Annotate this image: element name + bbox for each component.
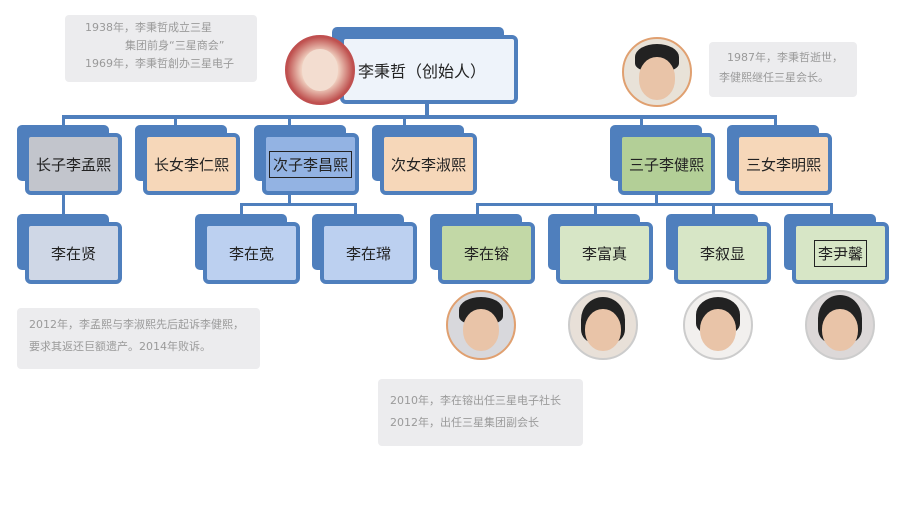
grandchild-label: 李在瑺 — [320, 222, 417, 284]
connector — [774, 115, 777, 127]
lee-yoon-hyung-photo — [805, 290, 875, 360]
connector — [712, 203, 715, 215]
note-line: 要求其返还巨额遗产。2014年败诉。 — [29, 340, 211, 353]
child-node: 次女李淑熙 — [372, 125, 477, 195]
grandchild-label: 李在贤 — [25, 222, 122, 284]
grandchild-label: 李在宽 — [203, 222, 300, 284]
child-label: 长女李仁熙 — [143, 133, 240, 195]
grandchild-node: 李尹馨 — [784, 214, 889, 284]
note-lawsuit: 2012年，李孟熙与李淑熙先后起诉李健熙， 要求其返还巨额遗产。2014年败诉。 — [17, 308, 260, 369]
connector — [62, 115, 776, 119]
connector — [476, 203, 832, 206]
connector — [476, 203, 479, 215]
connector — [425, 103, 429, 117]
note-lee-jae-yong: 2010年，李在镕出任三星电子社长 2012年，出任三星集团副会长 — [378, 379, 583, 446]
grandchild-node: 李在瑺 — [312, 214, 417, 284]
founder-photo — [285, 35, 355, 105]
child-node: 长子李孟熙 — [17, 125, 122, 195]
connector — [62, 115, 65, 127]
note-line: 1969年，李秉哲創办三星电子 — [85, 57, 234, 70]
grandchild-node: 李在镕 — [430, 214, 535, 284]
lee-seo-hyun-photo — [683, 290, 753, 360]
child-label: 三子李健熙 — [618, 133, 715, 195]
child-node: 长女李仁熙 — [135, 125, 240, 195]
note-line: 李健熙继任三星会长。 — [719, 71, 829, 84]
root-node: 李秉哲（创始人） — [332, 27, 518, 104]
child-node: 三子李健熙 — [610, 125, 715, 195]
grandchild-node: 李叙显 — [666, 214, 771, 284]
lee-jae-yong-photo — [446, 290, 516, 360]
note-succession: 1987年，李秉哲逝世， 李健熙继任三星会长。 — [709, 42, 857, 97]
connector — [655, 195, 658, 205]
note-founding: 1938年，李秉哲成立三星 集团前身“三星商会” 1969年，李秉哲創办三星电子 — [65, 15, 257, 82]
note-line: 1938年，李秉哲成立三星 — [85, 21, 212, 34]
child-label: 次子李昌熙 — [268, 150, 352, 178]
grandchild-label: 李尹馨 — [813, 239, 867, 267]
note-line: 2012年，李孟熙与李淑熙先后起诉李健熙， — [29, 318, 244, 331]
connector — [240, 203, 243, 215]
connector — [288, 115, 291, 127]
grandchild-node: 李在贤 — [17, 214, 122, 284]
note-line: 2012年，出任三星集团副会长 — [390, 416, 539, 429]
child-label: 次女李淑熙 — [380, 133, 477, 195]
note-line: 1987年，李秉哲逝世， — [727, 51, 843, 64]
connector — [594, 203, 597, 215]
connector — [288, 195, 291, 205]
root-label: 李秉哲（创始人） — [340, 35, 518, 104]
connector — [830, 203, 833, 215]
connector — [62, 195, 65, 217]
connector — [240, 203, 356, 206]
connector — [640, 115, 643, 127]
connector — [403, 115, 406, 127]
child-node: 次子李昌熙 — [254, 125, 359, 195]
child-label: 三女李明熙 — [735, 133, 832, 195]
grandchild-node: 李富真 — [548, 214, 653, 284]
grandchild-label: 李富真 — [556, 222, 653, 284]
child-node: 三女李明熙 — [727, 125, 832, 195]
lee-kun-hee-photo — [622, 37, 692, 107]
note-line: 集团前身“三星商会” — [125, 39, 225, 52]
connector — [354, 203, 357, 215]
lee-boo-jin-photo — [568, 290, 638, 360]
grandchild-node: 李在宽 — [195, 214, 300, 284]
connector — [174, 115, 177, 127]
child-label: 长子李孟熙 — [25, 133, 122, 195]
note-line: 2010年，李在镕出任三星电子社长 — [390, 394, 561, 407]
grandchild-label: 李在镕 — [438, 222, 535, 284]
grandchild-label: 李叙显 — [674, 222, 771, 284]
